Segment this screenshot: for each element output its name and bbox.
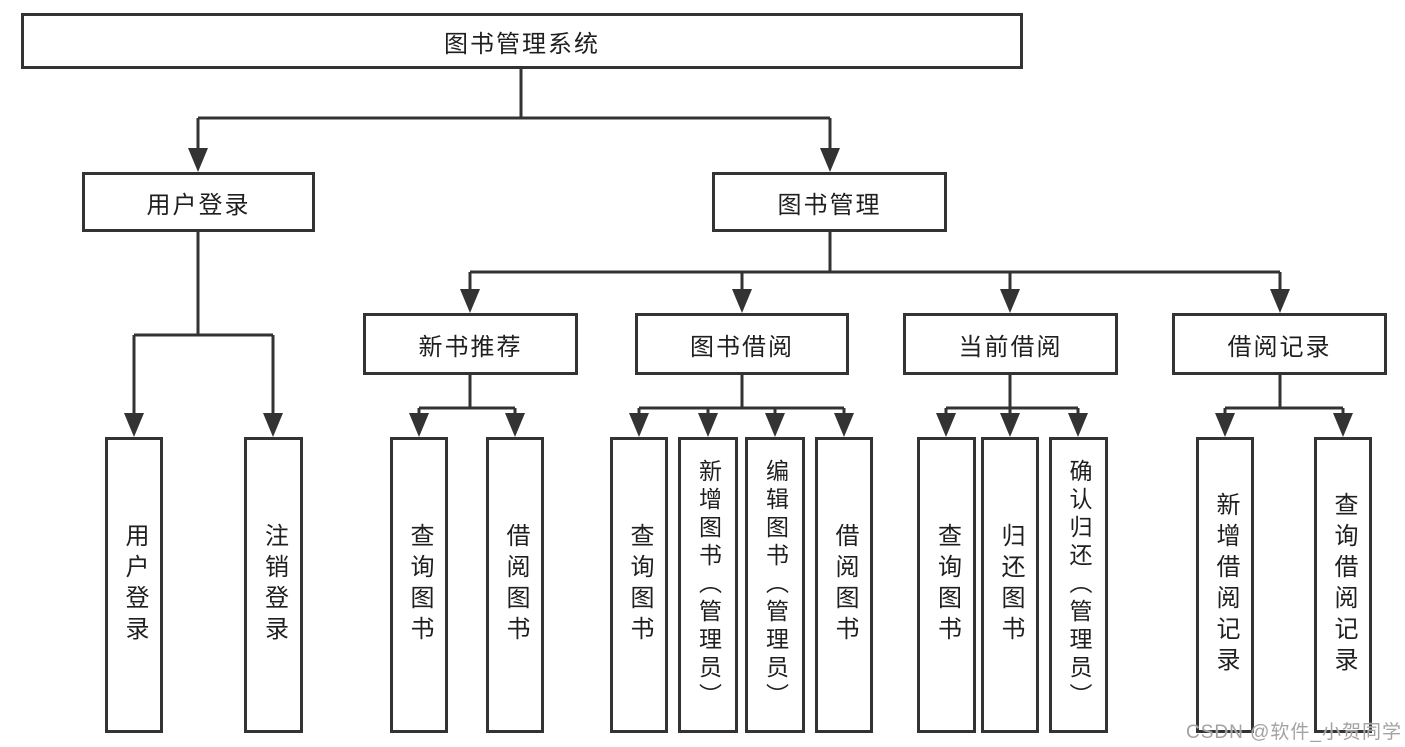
leaf-query-borrow-record: 查询借阅记录: [1314, 437, 1372, 733]
leaf-add-books-admin: 新增图书（管理员）: [678, 437, 738, 733]
node-root-label: 图书管理系统: [444, 30, 600, 58]
node-root: 图书管理系统: [21, 13, 1023, 69]
leaf-logout: 注销登录: [244, 437, 303, 733]
leaf-return-books: 归还图书: [981, 437, 1039, 733]
node-new-book-recommend: 新书推荐: [363, 313, 578, 375]
leaf-user-login: 用户登录: [105, 437, 163, 733]
node-current-borrow: 当前借阅: [903, 313, 1118, 375]
node-borrow-records-label: 借阅记录: [1227, 333, 1332, 361]
node-current-borrow-label: 当前借阅: [958, 333, 1063, 361]
leaf-borrow-books-1: 借阅图书: [486, 437, 544, 733]
node-book-borrow-label: 图书借阅: [690, 333, 794, 361]
node-user-login-label: 用户登录: [146, 191, 251, 219]
node-borrow-records: 借阅记录: [1172, 313, 1387, 375]
leaf-borrow-books-2: 借阅图书: [815, 437, 873, 733]
leaf-query-books-1: 查询图书: [390, 437, 448, 733]
node-book-management: 图书管理: [712, 172, 947, 232]
leaf-query-books-3: 查询图书: [917, 437, 976, 733]
node-user-login: 用户登录: [82, 172, 315, 232]
node-book-borrow: 图书借阅: [635, 313, 849, 375]
leaf-confirm-return-admin: 确认归还（管理员）: [1049, 437, 1108, 733]
watermark: CSDN @软件_小贺同学: [1186, 722, 1402, 743]
leaf-query-books-2: 查询图书: [610, 437, 668, 733]
leaf-add-borrow-record: 新增借阅记录: [1196, 437, 1254, 733]
leaf-edit-books-admin: 编辑图书（管理员）: [745, 437, 805, 733]
node-new-book-recommend-label: 新书推荐: [418, 333, 523, 361]
node-book-management-label: 图书管理: [777, 191, 882, 219]
